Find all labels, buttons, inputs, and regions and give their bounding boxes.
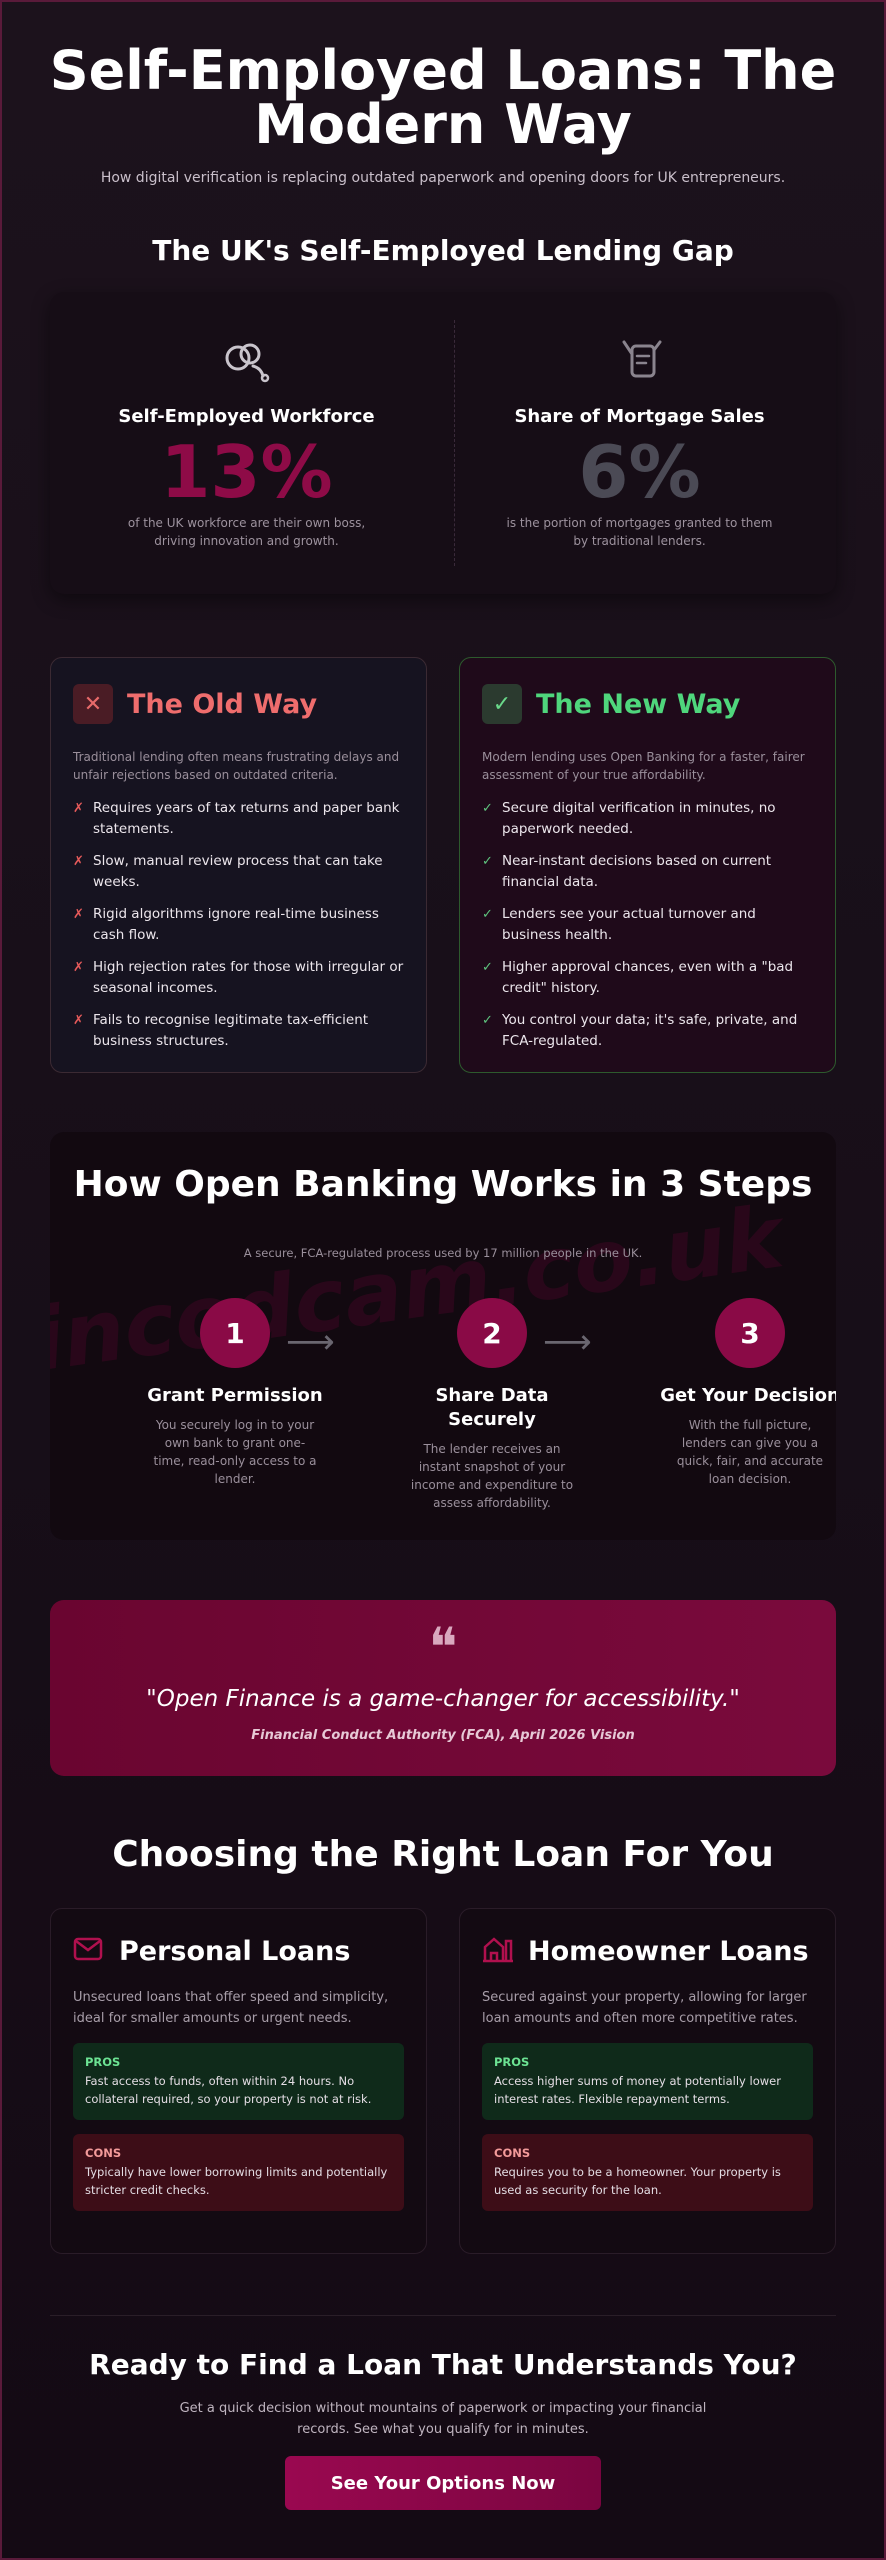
cons-label: CONS	[494, 2146, 531, 2160]
see-options-button[interactable]: See Your Options Now	[285, 2456, 601, 2510]
quote-source: Financial Conduct Authority (FCA), April…	[251, 1728, 635, 1743]
cons-box: CONS Typically have lower borrowing limi…	[73, 2134, 404, 2211]
list-item: ✓You control your data; it's safe, priva…	[482, 1010, 813, 1052]
page-title: Self-Employed Loans: The Modern Way	[49, 39, 837, 156]
house-icon	[482, 1935, 516, 1967]
loan-description: Secured against your property, allowing …	[482, 1990, 807, 2026]
stat-value: 6%	[578, 430, 701, 514]
page-subtitle: How digital verification is replacing ou…	[100, 170, 786, 186]
link-people-icon	[50, 336, 443, 390]
open-banking-steps-card: incodcam.co.uk How Open Banking Works in…	[50, 1132, 836, 1540]
envelope-icon	[73, 1936, 107, 1966]
divider	[50, 2315, 836, 2316]
cta-title: Ready to Find a Loan That Understands Yo…	[89, 2348, 797, 2381]
cross-icon: ✗	[73, 960, 84, 975]
pros-box: PROS Access higher sums of money at pote…	[482, 2043, 813, 2120]
step-description: You securely log in to your own bank to …	[153, 1418, 317, 1486]
new-way-list: ✓Secure digital verification in minutes,…	[482, 798, 813, 1052]
check-icon: ✓	[482, 854, 493, 869]
check-icon: ✓	[482, 907, 493, 922]
homeowner-loans-card: Homeowner Loans Secured against your pro…	[459, 1908, 836, 2254]
lending-gap-card: Self-Employed Workforce 13% of the UK wo…	[50, 292, 836, 594]
stat-description: of the UK workforce are their own boss, …	[127, 516, 366, 548]
divider	[454, 320, 455, 566]
loan-description: Unsecured loans that offer speed and sim…	[73, 1990, 389, 2026]
cross-icon: ✗	[73, 907, 84, 922]
stat-label: Share of Mortgage Sales	[514, 406, 765, 427]
stat-value: 13%	[160, 430, 333, 514]
new-way-description: Modern lending uses Open Banking for a f…	[482, 750, 805, 782]
list-item: ✗Fails to recognise legitimate tax-effic…	[73, 1010, 404, 1052]
cons-text: Requires you to be a homeowner. Your pro…	[494, 2165, 781, 2197]
step-number: 1	[200, 1298, 270, 1368]
old-way-card: ✕ The Old Way Traditional lending often …	[50, 657, 427, 1073]
stat-self-employed-workforce: Self-Employed Workforce 13% of the UK wo…	[50, 292, 443, 594]
pros-label: PROS	[494, 2055, 530, 2069]
steps-title: How Open Banking Works in 3 Steps	[73, 1164, 813, 1205]
cross-icon: ✗	[73, 1013, 84, 1028]
step-title: Get Your Decision	[660, 1385, 836, 1406]
pros-text: Access higher sums of money at potential…	[494, 2074, 781, 2106]
list-item: ✓Secure digital verification in minutes,…	[482, 798, 813, 840]
list-item: ✓Higher approval chances, even with a "b…	[482, 957, 813, 999]
old-way-list: ✗Requires years of tax returns and paper…	[73, 798, 404, 1052]
loan-title: Personal Loans	[119, 1935, 351, 1967]
check-icon: ✓	[482, 684, 522, 724]
cons-box: CONS Requires you to be a homeowner. You…	[482, 2134, 813, 2211]
pros-box: PROS Fast access to funds, often within …	[73, 2043, 404, 2120]
arrow-right-icon: ⟶	[543, 1322, 592, 1362]
check-icon: ✓	[482, 801, 493, 816]
stat-description: is the portion of mortgages granted to t…	[506, 516, 773, 548]
quote-text: "Open Finance is a game-changer for acce…	[146, 1686, 740, 1712]
step-2: 2 Share Data Securely The lender receive…	[392, 1298, 592, 1512]
close-icon: ✕	[73, 684, 113, 724]
quote-card: ❝ "Open Finance is a game-changer for ac…	[50, 1600, 836, 1776]
stat-label: Self-Employed Workforce	[118, 406, 375, 427]
step-3: 3 Get Your Decision With the full pictur…	[650, 1298, 836, 1488]
cons-label: CONS	[85, 2146, 122, 2160]
list-item: ✓Lenders see your actual turnover and bu…	[482, 904, 813, 946]
list-item: ✗High rejection rates for those with irr…	[73, 957, 404, 999]
new-way-card: ✓ The New Way Modern lending uses Open B…	[459, 657, 836, 1073]
list-item: ✗Slow, manual review process that can ta…	[73, 851, 404, 893]
pros-text: Fast access to funds, often within 24 ho…	[85, 2074, 372, 2106]
step-number: 3	[715, 1298, 785, 1368]
cta-subtitle: Get a quick decision without mountains o…	[179, 2401, 707, 2437]
cross-icon: ✗	[73, 801, 84, 816]
old-way-description: Traditional lending often means frustrat…	[73, 750, 400, 782]
pros-label: PROS	[85, 2055, 121, 2069]
list-item: ✗Rigid algorithms ignore real-time busin…	[73, 904, 404, 946]
step-description: With the full picture, lenders can give …	[676, 1418, 824, 1486]
list-item: ✗Requires years of tax returns and paper…	[73, 798, 404, 840]
step-description: The lender receives an instant snapshot …	[410, 1442, 574, 1510]
arrow-right-icon: ⟶	[286, 1322, 335, 1362]
quote-icon: ❝	[428, 1616, 458, 1679]
loan-title: Homeowner Loans	[528, 1935, 809, 1967]
personal-loans-card: Personal Loans Unsecured loans that offe…	[50, 1908, 427, 2254]
check-icon: ✓	[482, 960, 493, 975]
list-item: ✓Near-instant decisions based on current…	[482, 851, 813, 893]
cons-text: Typically have lower borrowing limits an…	[85, 2165, 388, 2197]
loans-section-title: Choosing the Right Loan For You	[112, 1834, 774, 1875]
old-way-title: The Old Way	[127, 688, 318, 720]
step-title: Grant Permission	[147, 1385, 323, 1406]
step-title: Share Data Securely	[435, 1385, 549, 1430]
stat-mortgage-share: Share of Mortgage Sales 6% is the portio…	[443, 292, 836, 594]
step-number: 2	[457, 1298, 527, 1368]
step-1: 1 Grant Permission You securely log in t…	[135, 1298, 335, 1488]
steps-subtitle: A secure, FCA-regulated process used by …	[243, 1246, 643, 1260]
document-hand-icon	[443, 336, 836, 392]
check-icon: ✓	[482, 1013, 493, 1028]
gap-section-title: The UK's Self-Employed Lending Gap	[152, 234, 734, 267]
new-way-title: The New Way	[536, 688, 741, 720]
cross-icon: ✗	[73, 854, 84, 869]
